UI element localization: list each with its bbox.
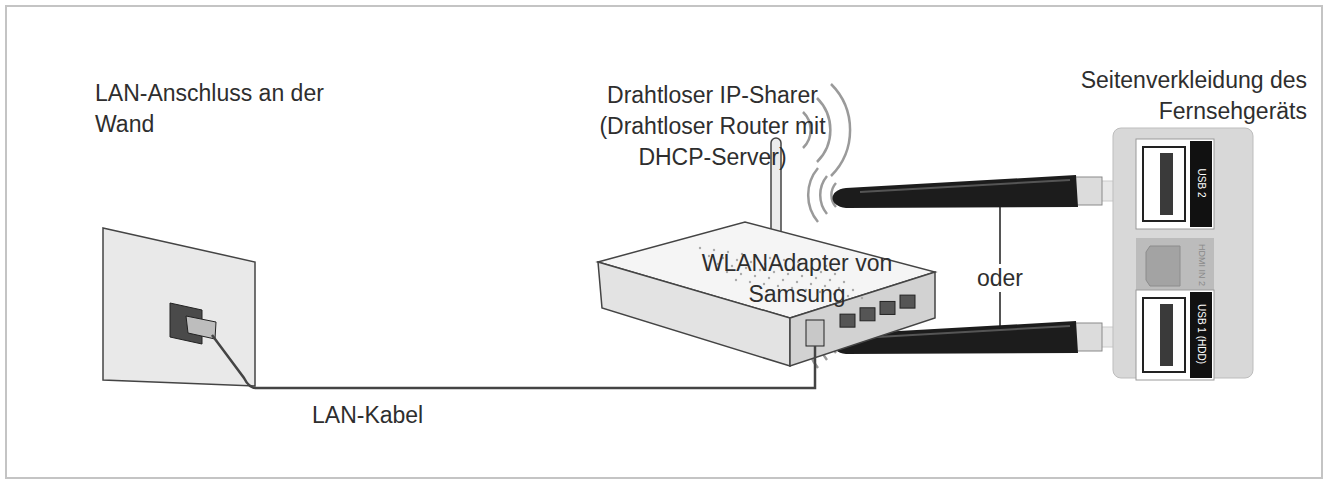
router-node: Drahtloser IP-Sharer (Drahtloser Router …	[575, 80, 945, 370]
node-label: Seitenverkleidung des Fernsehgeräts	[987, 65, 1307, 127]
router-side	[598, 262, 790, 366]
port-label: USB 2	[1195, 169, 1207, 198]
usb-port	[1136, 290, 1214, 380]
frame	[6, 6, 1322, 478]
usb-port	[1136, 139, 1214, 229]
lan-ports	[840, 295, 915, 327]
hdmi-port	[1136, 238, 1214, 292]
edge-label: LAN-Kabel	[312, 400, 423, 431]
node-label: LAN-Anschluss an der Wand	[95, 78, 333, 140]
lan-cable	[256, 370, 815, 388]
node-label: Drahtloser IP-Sharer (Drahtloser Router …	[575, 80, 850, 173]
cable	[814, 346, 817, 370]
or-label: oder	[975, 264, 1025, 292]
lan-plug	[806, 320, 824, 346]
tv-panel-node: Seitenverkleidung des Fernsehgeräts	[985, 65, 1307, 380]
tv-side-panel	[1113, 128, 1253, 378]
port-label: USB 1 (HDD)	[1195, 304, 1207, 364]
adapter-label: WLANAdapter von Samsung	[692, 248, 902, 310]
wall-socket-node: LAN-Anschluss an der Wand	[95, 78, 345, 388]
wlan-adapter	[808, 168, 1156, 222]
port-label: HDMI IN 2	[1196, 244, 1207, 286]
cable	[212, 335, 256, 388]
